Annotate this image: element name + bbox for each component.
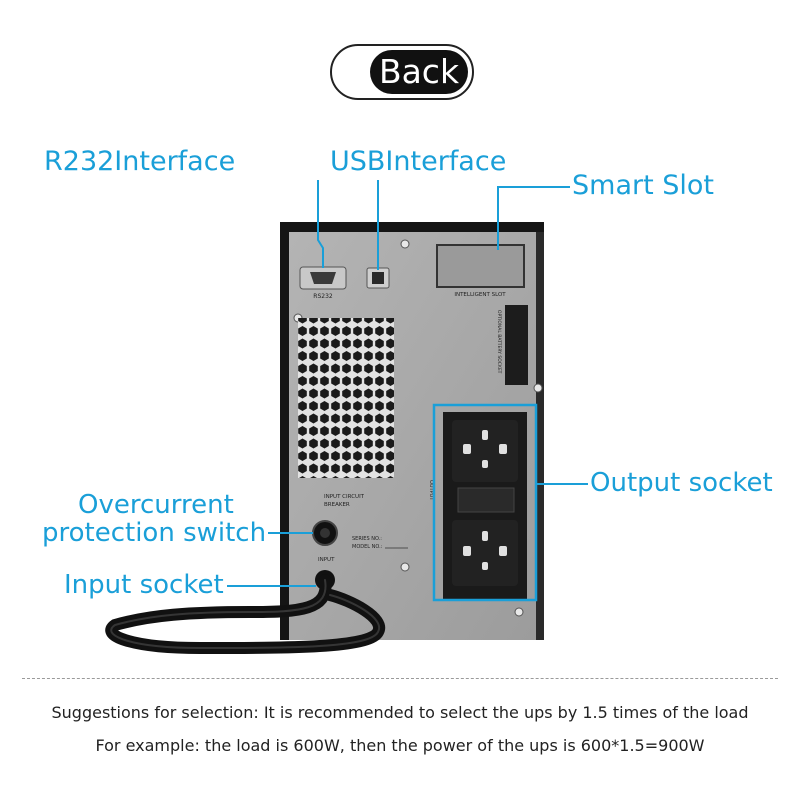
panel-label-input: INPUT [318,557,335,563]
usb-port-icon [366,267,390,289]
callout-rs232-interface: R232Interface [44,146,236,177]
intelligent-slot [436,244,525,288]
selection-suggestion-text: Suggestions for selection: It is recomme… [51,703,749,722]
vent-grille [298,318,394,478]
screw-icon [400,562,410,572]
screw-icon [533,383,543,393]
callout-lines [227,180,588,587]
back-button-knob: Back [370,50,468,94]
back-button-label: Back [378,52,460,91]
callout-smart-slot: Smart Slot [572,170,715,201]
screw-icon [400,239,410,249]
outlet-icon [452,520,518,586]
panel-label-breaker-line1: INPUT CIRCUIT [324,494,365,500]
outlet-icon [452,420,518,482]
panel-label-output: OUTPUT [428,480,434,501]
callout-usb-interface: USBInterface [330,146,507,177]
output-highlight-frame [432,403,538,602]
panel-label-model-no: MODEL NO.: [352,544,383,550]
back-button[interactable]: Back [330,44,474,100]
panel-label-rs232: RS232 [313,293,333,300]
dashed-divider [22,678,778,679]
callout-output-socket: Output socket [590,468,773,498]
selection-example-text: For example: the load is 600W, then the … [95,736,705,755]
callout-overcurrent-line2: protection switch [42,518,267,548]
rs232-port-icon [299,266,347,290]
panel-label-battery-socket: OPTIONAL BATTERY SOCKET [496,310,502,374]
callout-input-socket: Input socket [64,570,224,600]
screw-icon [514,607,524,617]
callout-overcurrent-line1: Overcurrent [78,490,234,520]
battery-socket [505,305,528,385]
panel-label-breaker-line2: BREAKER [324,502,350,508]
panel-label-intelligent-slot: INTELLIGENT SLOT [454,292,506,298]
panel-label-series-no: SERIES NO.: [352,536,382,542]
